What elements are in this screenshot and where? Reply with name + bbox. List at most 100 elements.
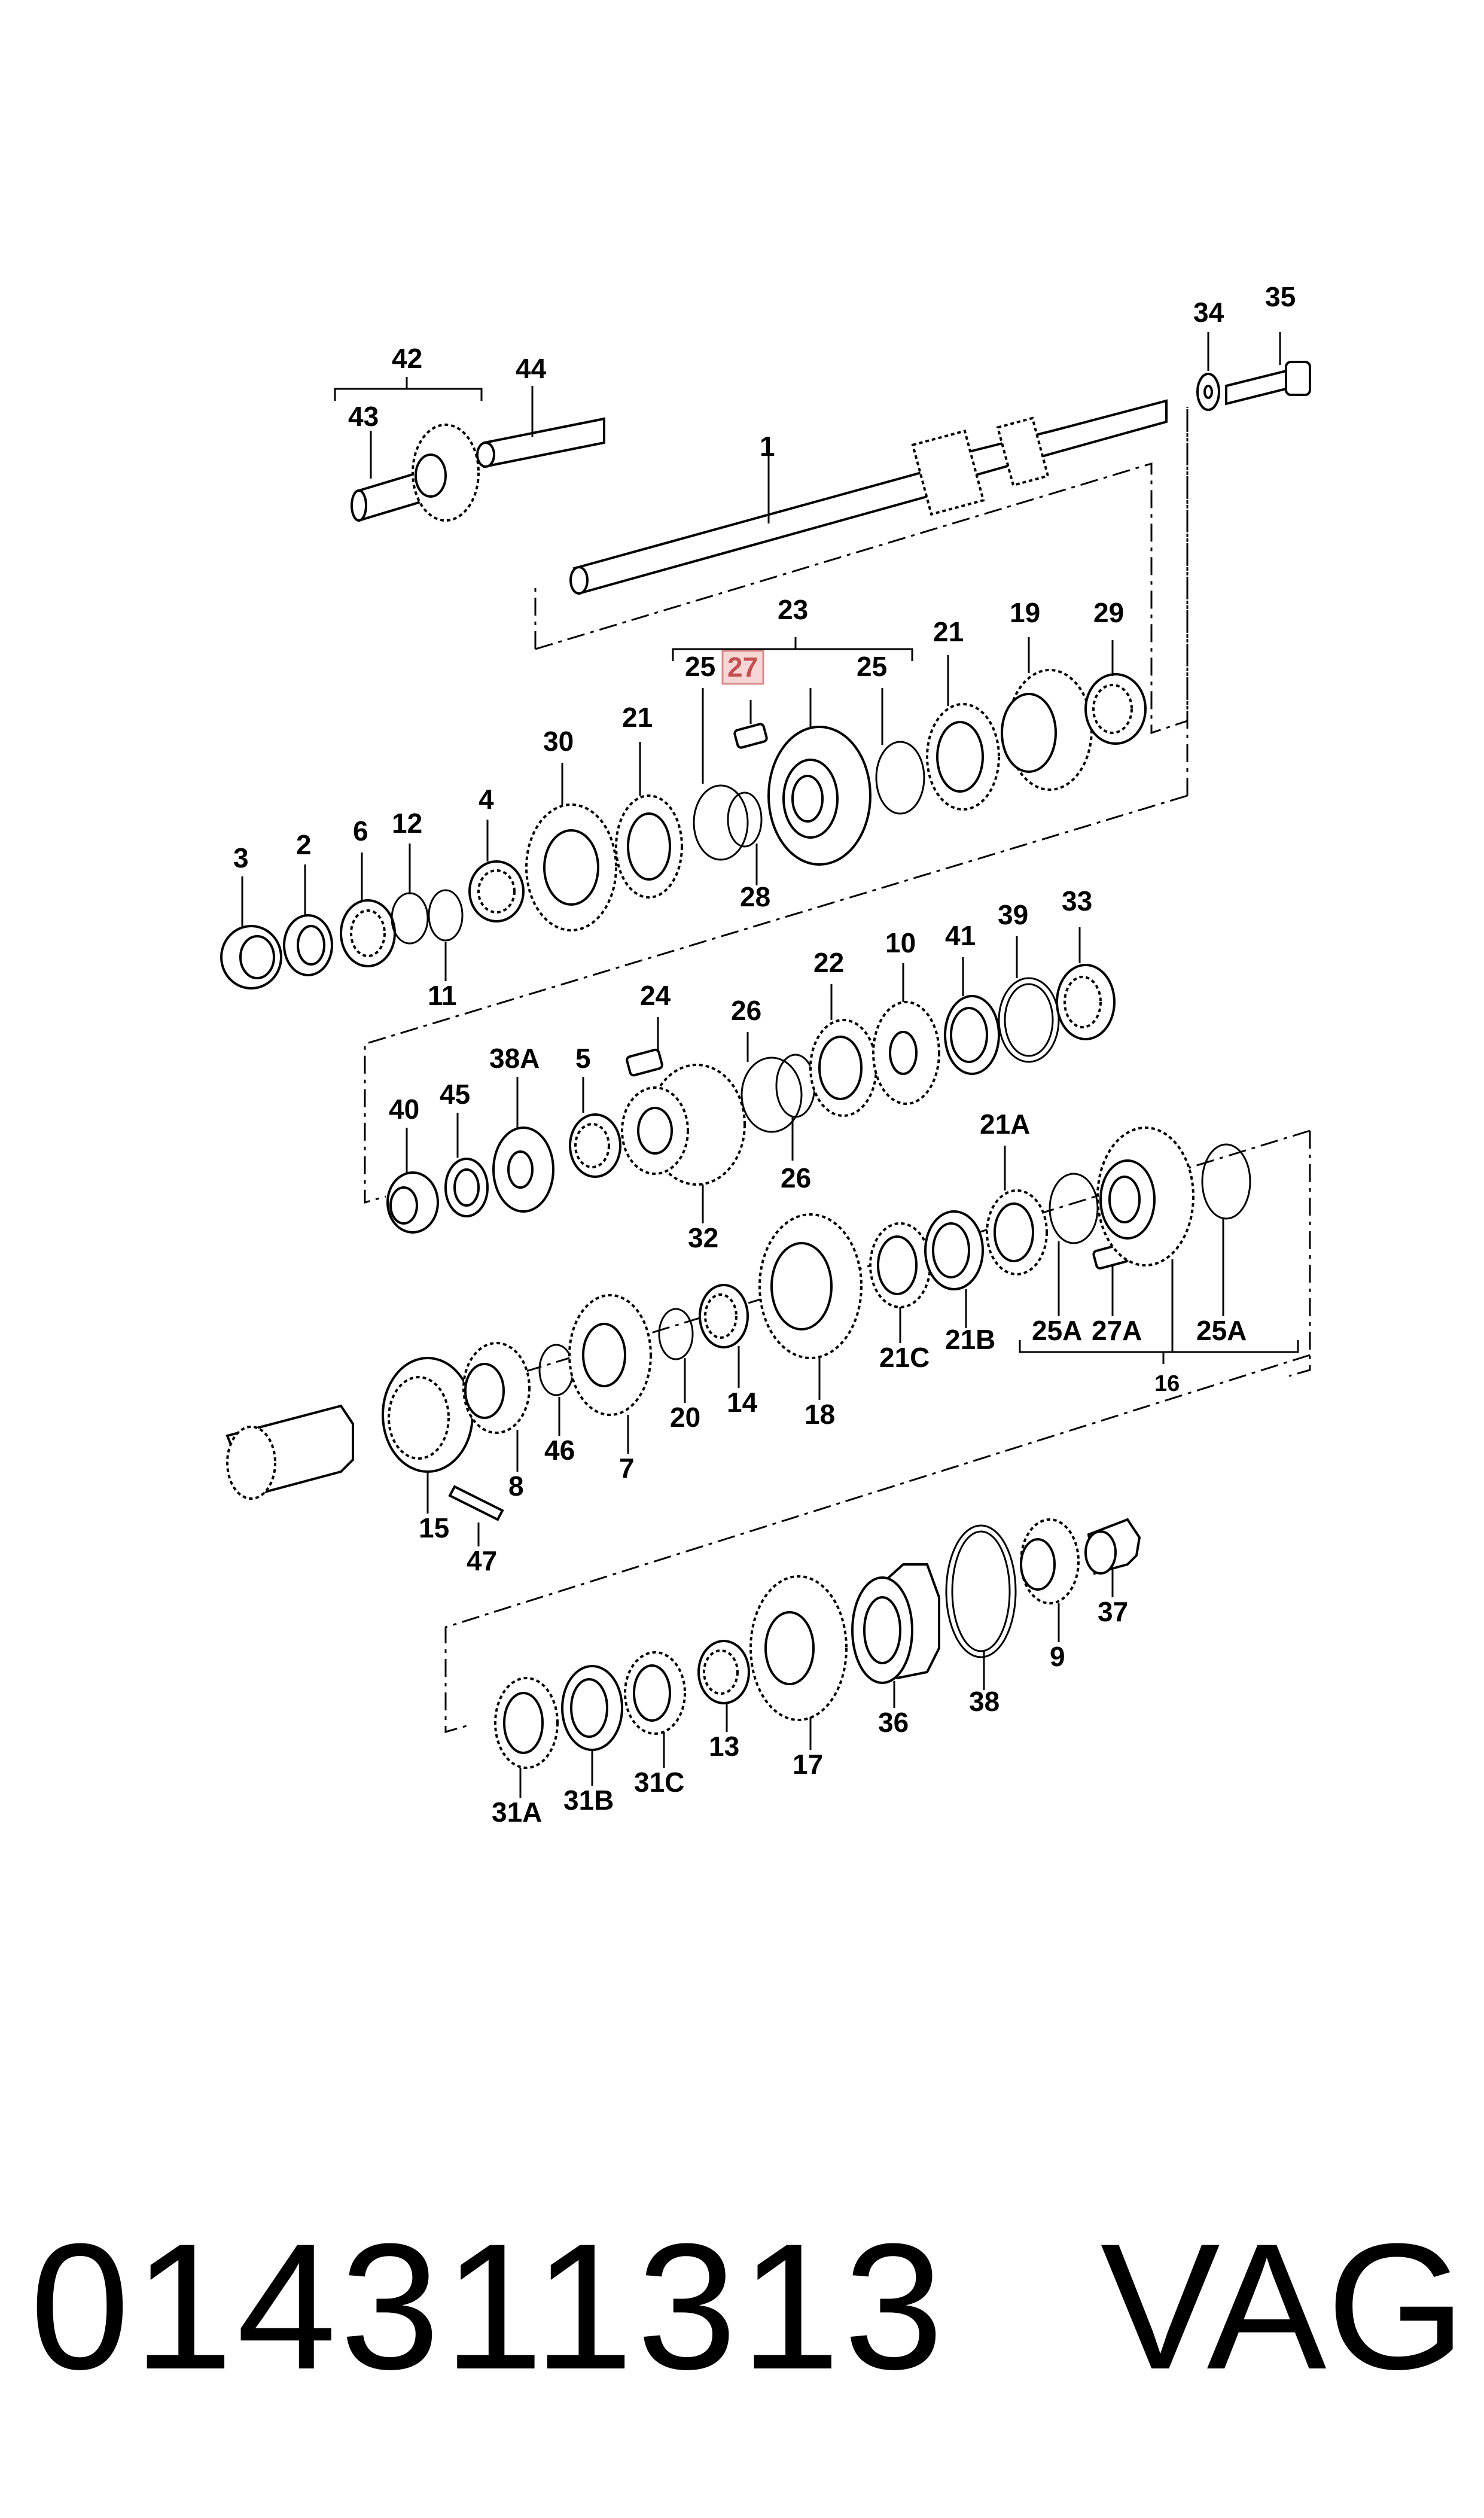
- synchro-ring-21-right: [926, 655, 1000, 811]
- label-13: 13: [709, 1731, 739, 1762]
- label-1: 1: [760, 431, 775, 462]
- gear-19: [1001, 637, 1093, 791]
- synchro-ring-21C: [869, 1222, 931, 1343]
- label-35: 35: [1265, 281, 1296, 312]
- gear-18: [758, 1213, 863, 1400]
- gear-8: [462, 1342, 531, 1472]
- label-31A: 31A: [492, 1797, 542, 1828]
- circlip-25A-left: [1049, 1173, 1099, 1316]
- label-25A-right: 25A: [1196, 1315, 1247, 1346]
- key-27: [733, 700, 768, 749]
- bearing-33: [1056, 927, 1116, 1040]
- circlip-25-left: [693, 688, 749, 861]
- needle-bearing-14: [699, 1284, 749, 1388]
- synchro-hub-23: [672, 637, 913, 866]
- label-21B: 21B: [945, 1324, 995, 1355]
- label-22: 22: [813, 947, 844, 978]
- gear-10: [872, 963, 940, 1105]
- label-27: 27: [727, 651, 758, 683]
- label-39: 39: [998, 899, 1028, 930]
- label-7: 7: [619, 1453, 635, 1484]
- label-19: 19: [1010, 597, 1040, 628]
- label-47: 47: [467, 1545, 497, 1576]
- needle-bearing-4: [468, 820, 525, 922]
- bearing-race-40: [386, 1128, 439, 1234]
- label-29: 29: [1093, 597, 1124, 628]
- gear-36: [851, 1563, 940, 1708]
- label-11: 11: [428, 980, 457, 1011]
- synchro-ring-22: [809, 984, 877, 1117]
- needle-bearing-13: [697, 1640, 750, 1732]
- label-12: 12: [392, 808, 422, 839]
- label-30: 30: [543, 726, 574, 757]
- label-23: 23: [778, 594, 808, 625]
- circlip-25-right: [875, 688, 925, 815]
- needle-bearing-29: [1084, 640, 1147, 745]
- gear-7: [568, 1294, 652, 1454]
- label-46: 46: [544, 1435, 575, 1466]
- synchro-hub-16: [1019, 1126, 1299, 1364]
- synchro-ring-21-left: [615, 742, 683, 899]
- brand-name: VAG: [1100, 2206, 1466, 2407]
- label-21-right: 21: [933, 616, 964, 647]
- label-41: 41: [945, 920, 976, 951]
- label-28: 28: [740, 881, 770, 912]
- label-32: 32: [688, 1222, 718, 1253]
- label-17: 17: [793, 1749, 823, 1780]
- circlips-26: [741, 1032, 816, 1161]
- label-21A: 21A: [980, 1109, 1030, 1140]
- needle-bearing-5: [569, 1077, 621, 1178]
- gear-assembly-42: [334, 377, 605, 522]
- label-20: 20: [670, 1402, 700, 1433]
- highlight-box: [721, 650, 764, 685]
- key-24: [626, 1017, 663, 1077]
- label-21-left: 21: [622, 702, 653, 733]
- label-8: 8: [508, 1470, 524, 1502]
- label-38: 38: [969, 1686, 1000, 1717]
- label-34: 34: [1193, 297, 1224, 328]
- pin-47: [448, 1485, 504, 1546]
- label-38A: 38A: [489, 1043, 540, 1074]
- ring-41: [944, 957, 1000, 1075]
- label-10: 10: [885, 927, 916, 958]
- gear-17: [749, 1575, 848, 1750]
- label-44: 44: [516, 353, 547, 384]
- synchro-ring-31A: [494, 1677, 559, 1798]
- synchro-ring-21B: [924, 1210, 984, 1328]
- label-25-right: 25: [857, 651, 887, 682]
- label-31B: 31B: [563, 1785, 614, 1816]
- label-26-bottom: 26: [781, 1162, 811, 1193]
- washer-34: [1196, 332, 1220, 411]
- label-21C: 21C: [879, 1342, 930, 1373]
- label-36: 36: [878, 1707, 909, 1738]
- label-18: 18: [805, 1399, 835, 1430]
- synchro-ring-31B: [561, 1665, 623, 1786]
- label-43: 43: [348, 401, 379, 432]
- label-40: 40: [389, 1094, 419, 1125]
- washer-38A: [492, 1077, 554, 1213]
- callout-labels: 1 34 35 42 43 44 23 25 27 25 21 19 29 21…: [233, 281, 1296, 1828]
- gear-30: [525, 763, 617, 931]
- circlip-11: [428, 889, 464, 981]
- nut-37: [1084, 1518, 1141, 1597]
- footer: 014311313 VAG: [0, 2208, 1484, 2405]
- label-16: 16: [1154, 1371, 1180, 1396]
- label-4: 4: [479, 784, 494, 815]
- circlip-20: [658, 1308, 694, 1403]
- ring-45: [444, 1113, 489, 1217]
- part-number: 014311313: [30, 2206, 947, 2407]
- label-37: 37: [1098, 1596, 1128, 1627]
- label-5: 5: [575, 1043, 591, 1074]
- circlip-12: [391, 844, 429, 945]
- label-2: 2: [296, 829, 312, 860]
- label-6: 6: [353, 815, 368, 847]
- snap-ring-39: [998, 936, 1060, 1063]
- bearing-6: [340, 852, 396, 967]
- label-9: 9: [1050, 1641, 1065, 1672]
- label-27A: 27A: [1092, 1315, 1142, 1346]
- circlip-28: [727, 791, 763, 885]
- bearing-race-3: [220, 876, 282, 989]
- label-15: 15: [419, 1512, 449, 1543]
- ring-2: [283, 864, 333, 976]
